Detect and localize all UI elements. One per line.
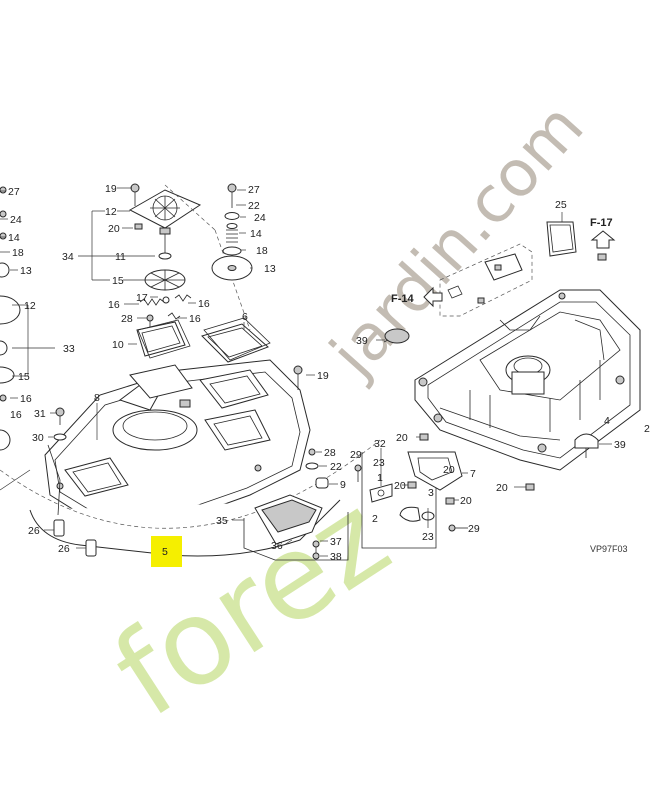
callout: 16 — [198, 298, 210, 310]
gasket-25 — [546, 212, 607, 261]
callout: 20 — [460, 495, 472, 507]
callout: 24 — [254, 212, 266, 224]
fan-assembly-right — [201, 183, 269, 363]
callout: 16 — [20, 393, 32, 405]
detail-box-f14 — [439, 243, 533, 317]
leaders-left-assembly — [78, 187, 196, 345]
callout: 15 — [18, 371, 30, 383]
callout: 35 — [216, 515, 228, 527]
callout: 12 — [105, 206, 117, 218]
lower-left-fasteners — [44, 403, 98, 557]
callout: 9 — [340, 479, 346, 491]
lower-chassis — [383, 289, 641, 471]
callout: 39 — [614, 439, 626, 451]
figure-code: VP97F03 — [590, 544, 628, 554]
callout: 20 — [394, 480, 406, 492]
callout: 33 — [63, 343, 75, 355]
callout: 16 — [10, 409, 22, 421]
callout: 7 — [470, 468, 476, 480]
callout: 8 — [94, 392, 100, 404]
callout: 39 — [356, 335, 368, 347]
chassis-clips — [376, 339, 612, 532]
callout: 12 — [24, 300, 36, 312]
callout: 19 — [105, 183, 117, 195]
middle-fasteners — [293, 365, 338, 489]
callout: 23 — [422, 531, 434, 543]
highlight-box — [151, 536, 182, 567]
callout: 26 — [28, 525, 40, 537]
gaskets — [137, 317, 271, 361]
callout: 31 — [34, 408, 46, 420]
callout-5-highlighted: 5 — [162, 546, 168, 558]
callout: 22 — [330, 461, 342, 473]
bracket-35-36 — [232, 494, 349, 561]
callout: 34 — [62, 251, 74, 263]
callout: 37 — [330, 536, 342, 548]
callout: 22 — [248, 200, 260, 212]
callout: 4 — [604, 415, 610, 427]
callout: 19 — [317, 370, 329, 382]
callout: 2 — [372, 513, 378, 525]
callout: 28 — [324, 447, 336, 459]
callout: 6 — [242, 311, 248, 323]
left-edge-dashes — [0, 190, 18, 399]
ref-f14: F-14 — [391, 293, 415, 305]
callout: 15 — [112, 275, 124, 287]
callout: 28 — [121, 313, 133, 325]
fan-assembly-left — [128, 183, 251, 357]
callout: 14 — [250, 228, 262, 240]
callout: 18 — [12, 247, 24, 259]
callout: 30 — [32, 432, 44, 444]
callout-labels: 27 24 14 18 13 12 33 15 16 16 19 12 20 3… — [8, 183, 650, 563]
callout: 14 — [8, 232, 20, 244]
ref-f17: F-17 — [590, 217, 613, 229]
callout: 24 — [10, 214, 22, 226]
callout: 3 — [428, 487, 434, 499]
callout: 20 — [496, 482, 508, 494]
arrow-left-icon — [423, 286, 443, 308]
callout: 16 — [189, 313, 201, 325]
callout: 23 — [373, 457, 385, 469]
callout: 16 — [108, 299, 120, 311]
callout: 13 — [20, 265, 32, 277]
reference-arrows — [423, 230, 616, 308]
callout: 29 — [468, 523, 480, 535]
callout: 17 — [136, 292, 148, 304]
callout: 11 — [115, 251, 126, 263]
callout: 38 — [330, 551, 342, 563]
callout: 25 — [555, 199, 567, 211]
callout: 20 — [396, 432, 408, 444]
callout: 32 — [374, 438, 386, 450]
callout: 1 — [377, 472, 383, 484]
callout: 29 — [350, 449, 362, 461]
callout: 27 — [8, 186, 20, 198]
bracket-group-32 — [354, 448, 437, 549]
callout: 2 — [644, 423, 650, 435]
callout: 36 — [271, 540, 283, 552]
callout: 13 — [264, 263, 276, 275]
callout: 20 — [108, 223, 120, 235]
callout: 18 — [256, 245, 268, 257]
callout: 20 — [443, 464, 455, 476]
callout: 27 — [248, 184, 260, 196]
callout: 26 — [58, 543, 70, 555]
arrow-up-icon — [590, 230, 616, 249]
left-edge-parts — [0, 186, 55, 491]
callout: 10 — [112, 339, 124, 351]
